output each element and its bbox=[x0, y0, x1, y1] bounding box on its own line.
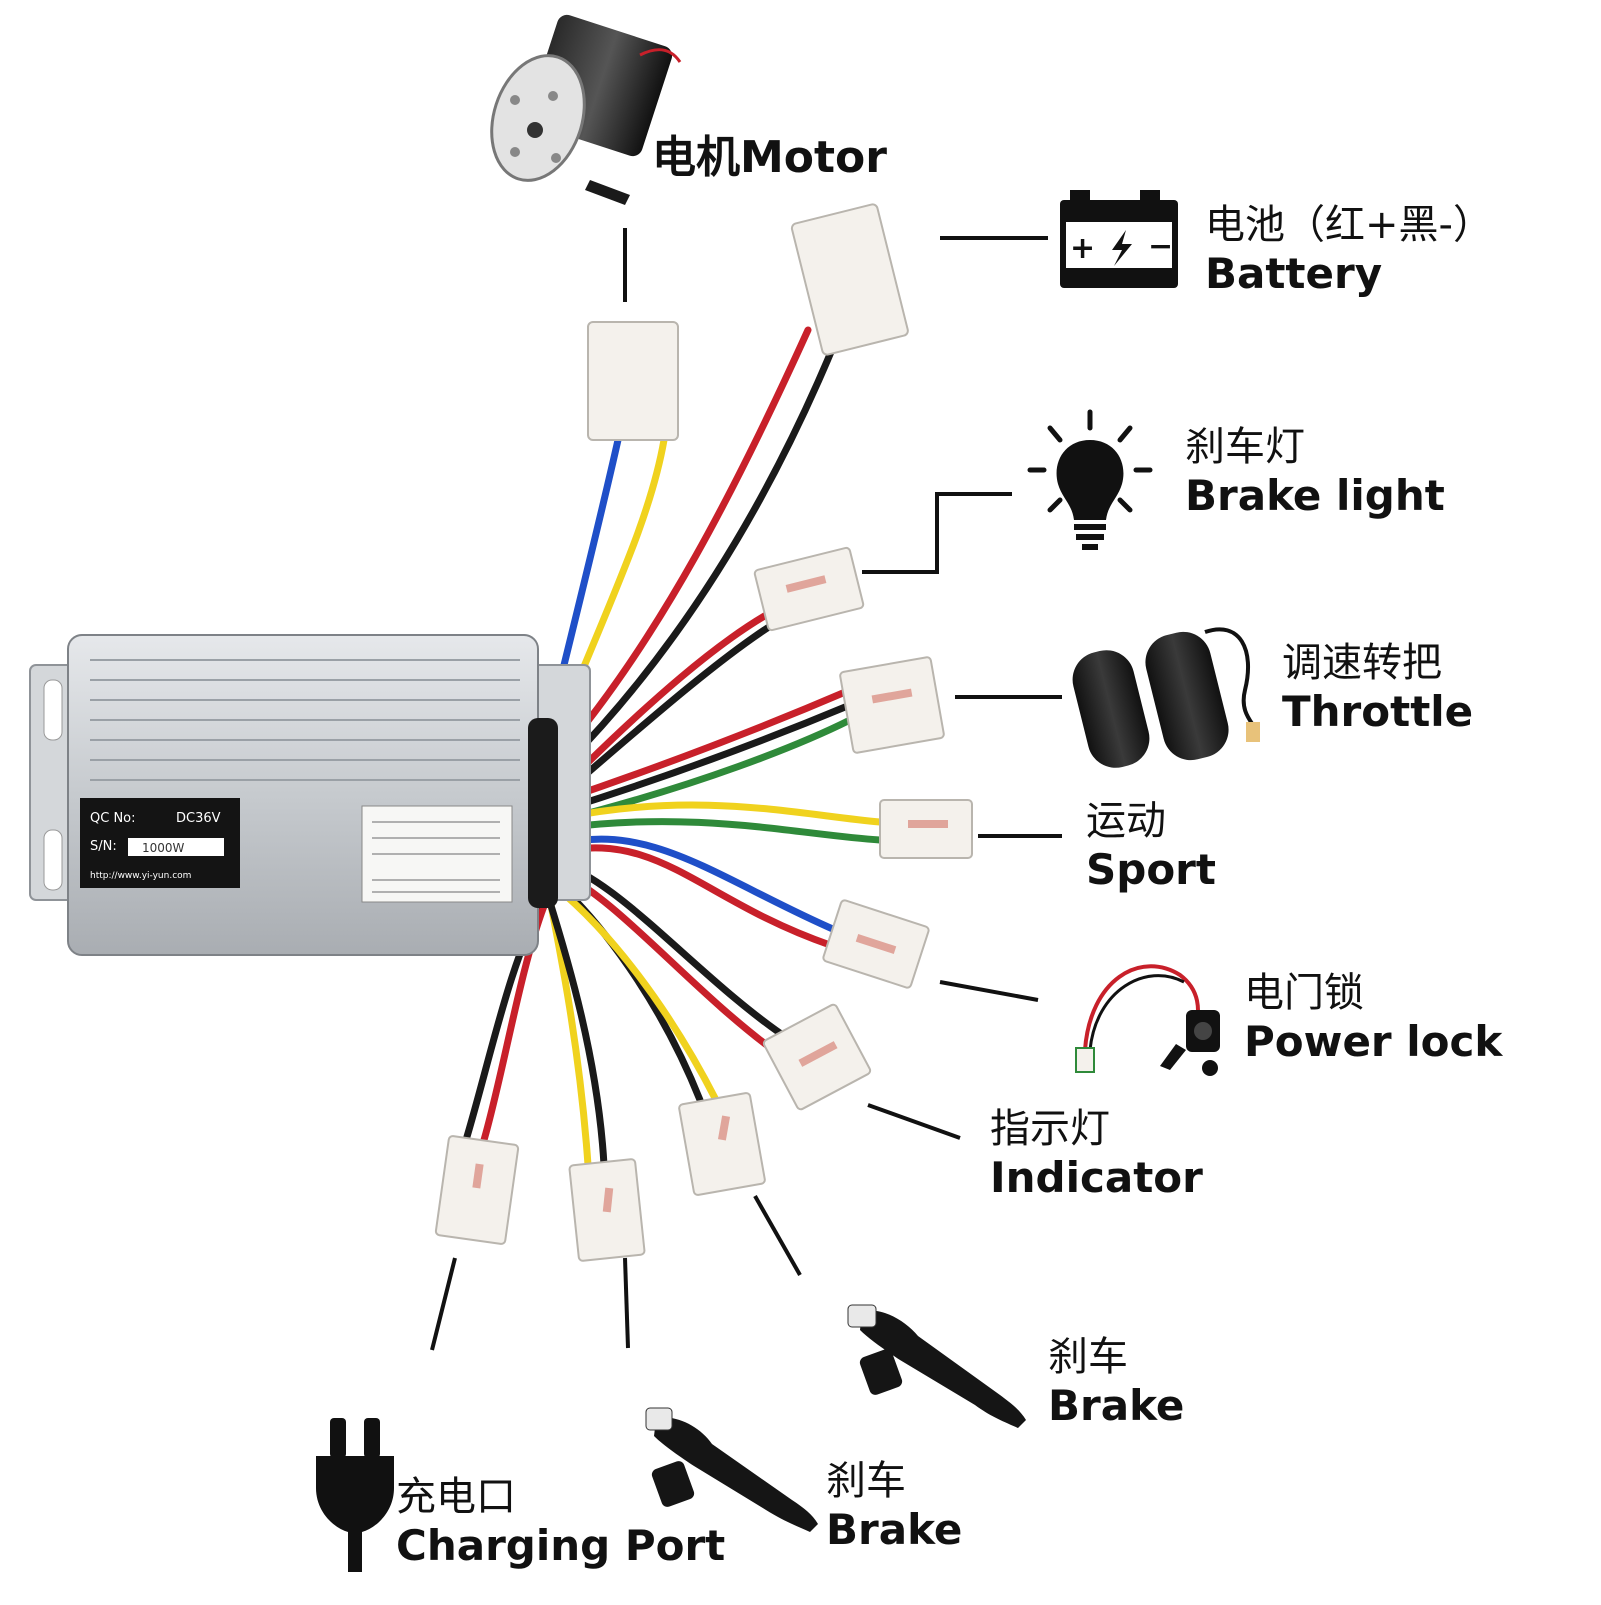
battery-label-zh: 电池（红+黑-） bbox=[1205, 202, 1493, 248]
brake-1-label-zh: 刹车 bbox=[826, 1458, 906, 1504]
key-lock-icon bbox=[1075, 964, 1220, 1076]
sn-label: S/N: bbox=[90, 839, 117, 854]
battery-connector bbox=[790, 203, 909, 356]
svg-text:+: + bbox=[1070, 231, 1095, 266]
charging-port-label-en: Charging Port bbox=[396, 1521, 726, 1571]
qc-value: DC36V bbox=[176, 811, 221, 826]
throttle-label-en: Throttle bbox=[1282, 687, 1474, 737]
throttle-label-zh: 调速转把 bbox=[1282, 640, 1442, 686]
brake-2-connector bbox=[678, 1092, 766, 1196]
lightbulb-icon bbox=[1027, 409, 1153, 550]
indicator-label: 指示灯 Indicator bbox=[990, 1106, 1203, 1203]
brake-light-label: 刹车灯 Brake light bbox=[1185, 424, 1445, 521]
motor-icon bbox=[490, 14, 682, 205]
battery-label: 电池（红+黑-） Battery bbox=[1205, 202, 1493, 299]
power-lock-label-en: Power lock bbox=[1244, 1017, 1503, 1067]
brake-light-label-en: Brake light bbox=[1185, 471, 1445, 521]
indicator-label-en: Indicator bbox=[990, 1153, 1203, 1203]
throttle-icon bbox=[1072, 627, 1260, 768]
connector-labels bbox=[472, 575, 948, 1213]
sport-label-en: Sport bbox=[1086, 845, 1216, 895]
controller-url: http://www.yi-yun.com bbox=[90, 871, 191, 881]
sport-connector bbox=[879, 799, 973, 859]
leader-lines bbox=[430, 228, 1062, 1351]
sport-label-zh: 运动 bbox=[1086, 798, 1166, 844]
charging-port-label: 充电口 Charging Port bbox=[396, 1474, 725, 1571]
plug-icon bbox=[316, 1418, 394, 1572]
wire-bundle bbox=[462, 326, 884, 1169]
controller-box: QC No: DC36V S/N: 1000W http://www.yi-yu… bbox=[29, 634, 591, 956]
sn-value: 1000W bbox=[142, 841, 185, 855]
sport-label: 运动 Sport bbox=[1086, 798, 1216, 895]
qc-label: QC No: bbox=[90, 811, 136, 826]
battery-label-en: Battery bbox=[1205, 249, 1383, 299]
motor-connector bbox=[587, 321, 679, 441]
brake-lever-icon-1 bbox=[645, 1407, 818, 1532]
brake-2-label-zh: 刹车 bbox=[1048, 1334, 1128, 1380]
throttle-connector bbox=[839, 656, 945, 754]
connectors bbox=[434, 203, 973, 1262]
brake-light-label-zh: 刹车灯 bbox=[1185, 424, 1305, 470]
brake-light-connector bbox=[753, 546, 865, 632]
svg-text:−: − bbox=[1148, 229, 1173, 264]
battery-icon: + − bbox=[1060, 190, 1178, 288]
brake-lever-icon-2 bbox=[847, 1304, 1026, 1428]
indicator-label-zh: 指示灯 bbox=[990, 1106, 1110, 1152]
charging-port-label-zh: 充电口 bbox=[396, 1474, 516, 1520]
brake-1-label: 刹车 Brake bbox=[826, 1458, 962, 1555]
motor-label: 电机Motor bbox=[652, 132, 887, 183]
brake-1-label-en: Brake bbox=[826, 1505, 963, 1555]
throttle-label: 调速转把 Throttle bbox=[1282, 640, 1473, 737]
brake-2-label: 刹车 Brake bbox=[1048, 1334, 1184, 1431]
brake-2-label-en: Brake bbox=[1048, 1381, 1185, 1431]
power-lock-label: 电门锁 Power lock bbox=[1244, 970, 1502, 1067]
charging-connector bbox=[434, 1135, 520, 1245]
power-lock-label-zh: 电门锁 bbox=[1244, 970, 1364, 1016]
